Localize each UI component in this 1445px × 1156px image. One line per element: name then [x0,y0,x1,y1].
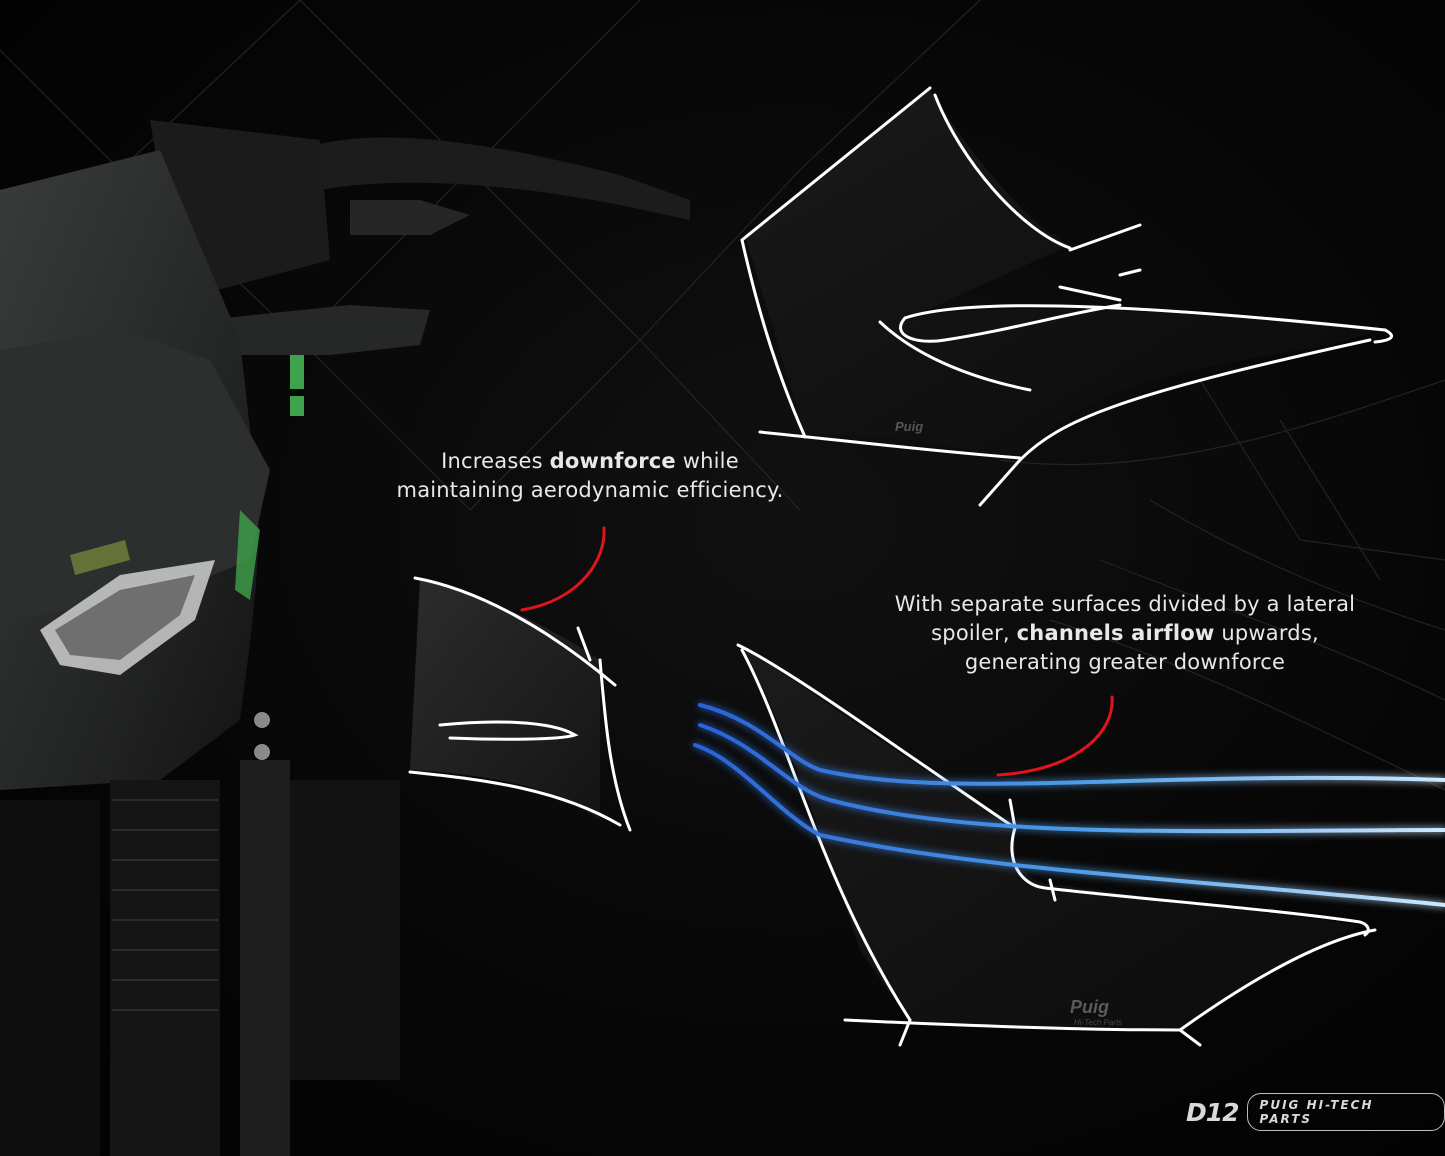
caption-airflow: With separate surfaces divided by a late… [880,590,1370,677]
caption-downforce-line2: maintaining aerodynamic efficiency. [396,478,784,502]
caption-downforce: Increases downforce while maintaining ae… [380,447,800,505]
caption-airflow-line1: With separate surfaces divided by a late… [894,592,1356,616]
caption-airflow-line2: spoiler, channels airflow upwards, [931,621,1319,645]
wing-logo-top: Puig [895,419,923,434]
airflow-lines [693,703,1445,907]
brand-name: PUIG HI-TECH PARTS [1246,1093,1445,1131]
caption-downforce-line1: Increases downforce while [441,449,739,473]
caption-airflow-line3: generating greater downforce [964,650,1286,674]
brand-code: D12 [1186,1097,1240,1127]
pointer-downforce [520,526,606,612]
wing-logo-bottom-sub: Hi-Tech Parts [1074,1018,1122,1027]
pointer-airflow [996,695,1114,777]
wing-logo-bottom: Puig [1070,997,1109,1017]
brand-logo: D12 PUIG HI-TECH PARTS [1186,1093,1445,1131]
